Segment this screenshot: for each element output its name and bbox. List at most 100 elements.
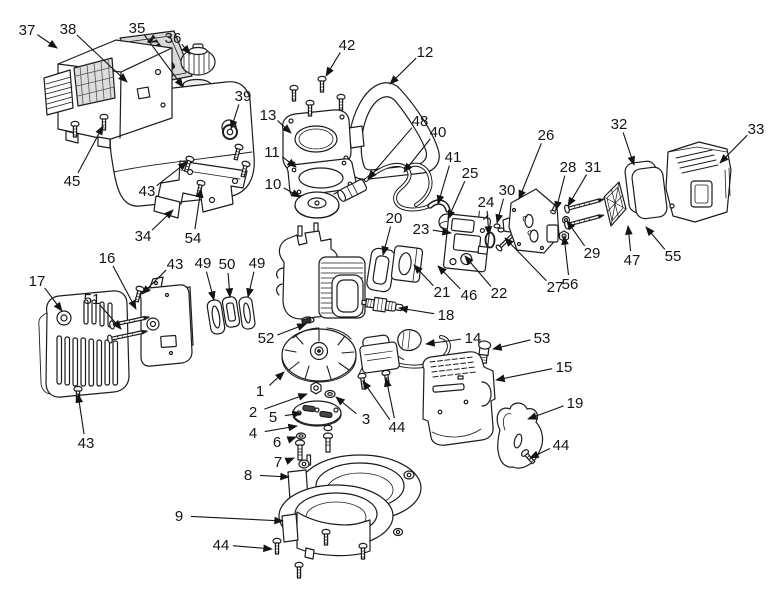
leader-line — [269, 371, 285, 386]
part-number-label: 47 — [624, 252, 641, 269]
leader-line — [284, 457, 295, 465]
part-number-label: 42 — [339, 37, 356, 54]
part-number-label: 2 — [249, 404, 257, 421]
air-filter-backplate-drawing — [502, 188, 560, 254]
leader-line — [398, 305, 435, 315]
leader-line — [464, 255, 492, 287]
part-number-label: 43 — [139, 183, 156, 200]
screw-icon — [289, 84, 299, 102]
part-number-label: 46 — [461, 287, 478, 304]
muffler-shield-drawing — [38, 290, 130, 398]
part-number-label: 15 — [556, 359, 573, 376]
part-number-label: 17 — [29, 273, 46, 290]
part-number-label: 44 — [389, 419, 406, 436]
screw-icon — [336, 93, 346, 111]
flywheel-drawing — [281, 327, 357, 383]
part-number-label: 28 — [560, 159, 577, 176]
leader-line — [141, 269, 167, 295]
screw-icon — [272, 537, 282, 555]
part-number-label: 3 — [362, 411, 370, 428]
part-number-label: 50 — [219, 256, 236, 273]
leader-line — [381, 226, 392, 256]
part-number-label: 7 — [274, 454, 282, 471]
screw-icon — [294, 561, 304, 579]
part-number-label: 23 — [413, 221, 430, 238]
leader-line — [181, 43, 191, 55]
leader-line — [76, 34, 128, 83]
flywheel-nut-drawing — [310, 381, 322, 395]
part-number-label: 38 — [60, 21, 77, 38]
part-number-label: 10 — [265, 176, 282, 193]
leader-line — [264, 393, 308, 410]
part-number-label: 8 — [244, 467, 252, 484]
part-number-label: 26 — [538, 127, 555, 144]
carburetor-drawing — [442, 210, 492, 273]
part-number-label: 30 — [499, 182, 516, 199]
part-number-label: 44 — [213, 537, 230, 554]
part-number-label: 6 — [273, 434, 281, 451]
leader-line — [362, 380, 391, 421]
leader-line — [518, 143, 542, 200]
leader-line — [504, 237, 547, 282]
blower-housing-drawing — [278, 484, 404, 560]
part-number-label: 49 — [249, 255, 266, 272]
leader-line — [561, 235, 570, 276]
part-number-label: 9 — [175, 508, 183, 525]
air-filter-cover-drawing — [665, 141, 732, 223]
screw-icon — [357, 372, 369, 391]
part-number-label: 36 — [165, 30, 182, 47]
leader-line — [283, 187, 301, 198]
part-number-label: 29 — [584, 245, 601, 262]
leader-line — [495, 368, 553, 383]
leader-line — [403, 138, 431, 173]
part-number-label: 51 — [84, 291, 101, 308]
handle-drawing — [343, 82, 440, 191]
part-number-label: 34 — [135, 228, 152, 245]
part-number-label: 21 — [434, 284, 451, 301]
part-number-label: 49 — [195, 255, 212, 272]
leader-line — [484, 210, 493, 236]
filter-screen-drawing — [603, 181, 627, 227]
part-number-label: 24 — [478, 194, 495, 211]
leader-line — [36, 34, 58, 49]
part-number-label: 41 — [445, 149, 462, 166]
part-number-label: 52 — [258, 330, 275, 347]
leader-line — [622, 132, 635, 166]
spark-plug-drawing — [361, 296, 404, 313]
leader-line — [383, 377, 395, 419]
leader-line — [645, 226, 666, 250]
part-number-label: 56 — [562, 276, 579, 293]
filter-bolt-icon — [563, 194, 606, 215]
part-number-label: 22 — [491, 285, 508, 302]
intake-block-drawing — [390, 245, 424, 283]
part-number-label: 27 — [547, 279, 564, 296]
part-number-label: 20 — [386, 210, 403, 227]
part-number-label: 14 — [465, 330, 482, 347]
part-number-label: 19 — [567, 395, 584, 412]
part-number-label: 1 — [256, 383, 264, 400]
air-filter-foam-drawing — [624, 160, 668, 220]
leader-line — [284, 410, 302, 419]
leader-line — [112, 265, 137, 310]
leader-line — [194, 188, 204, 230]
woodruff-key-drawing — [301, 317, 312, 325]
part-number-label: 43 — [78, 435, 95, 452]
leader-line — [566, 220, 586, 247]
part-number-label: 45 — [64, 173, 81, 190]
part-number-label: 25 — [462, 165, 479, 182]
grommet-drawing — [222, 124, 238, 140]
leader-line — [447, 180, 466, 220]
flywheel-washer-drawing — [324, 389, 336, 399]
part-number-label: 33 — [748, 121, 765, 138]
part-number-label: 48 — [412, 113, 429, 130]
part-number-label: 4 — [249, 425, 257, 442]
leader-line — [99, 305, 122, 330]
part-number-label: 11 — [264, 144, 280, 161]
muffler-drawing — [139, 276, 194, 367]
leader-line — [567, 174, 587, 207]
leader-line — [229, 104, 240, 130]
support-bracket-drawing — [496, 402, 544, 469]
pawl-hardware-drawing — [294, 424, 334, 461]
